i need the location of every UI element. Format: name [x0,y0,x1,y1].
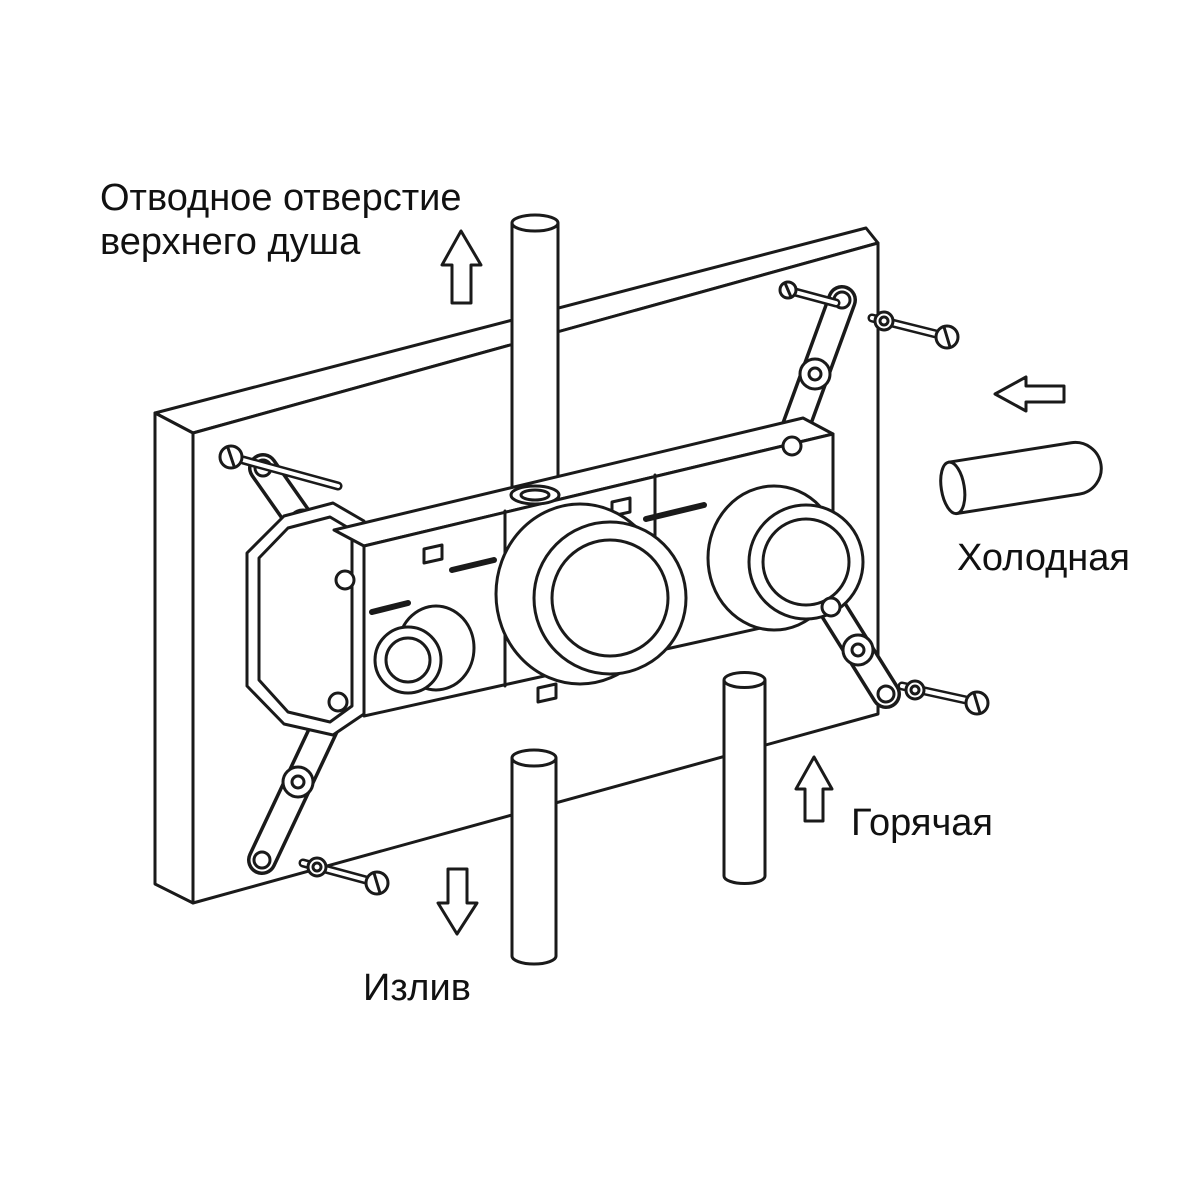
label-hot: Горячая [851,802,993,844]
top-shower-outlet-pipe [510,213,560,499]
label-top-outlet-line2: верхнего душа [100,221,361,263]
pipe-end-cap [510,213,560,233]
top-outlet-port-inner [519,488,551,502]
mixer-valve-body [245,416,865,737]
center-cartridge-inner [550,538,670,658]
spout-pipe [510,748,558,966]
washer-hole [311,861,323,873]
center-cartridge-cap [532,520,688,676]
pipe-end-cap [939,460,967,516]
mounting-bracket-bottom-right [816,591,901,709]
pipe-body [510,758,558,966]
bracket-boss [820,596,842,618]
washer-hole [909,684,921,696]
fixing-screw-top-right-short [778,280,841,308]
valve-detail-slot [369,600,411,615]
screw-slot [942,325,952,349]
label-top-outlet-line1: Отводное отверстие [100,177,462,219]
washer [306,856,328,878]
valve-back-plate-inner [257,515,354,724]
screw-shaft-core [793,290,838,305]
valve-detail-slot [449,557,497,573]
pipe-body [947,440,1103,516]
right-cartridge-inner [761,517,851,607]
hot-water-pipe [722,671,767,885]
valve-clip [536,682,558,704]
left-port-inner [384,636,432,684]
cold-water-pipe [939,440,1103,516]
screw-slot [226,446,236,468]
valve-detail-slot [643,502,707,522]
washer [873,310,895,332]
fixing-screw-bottom-left [298,856,390,896]
label-cold: Холодная [957,537,1130,579]
bracket-boss [781,435,803,457]
pipe-end-cap [510,748,558,768]
top-outlet-port [509,484,561,506]
screw-shaft-core [241,458,340,488]
bracket-boss [327,691,349,713]
bracket-screw-hole [252,850,272,870]
fixing-screw-bottom-right [897,679,990,716]
bracket-pivot [281,765,315,799]
screw-slot [783,281,793,299]
label-spout: Излив [363,967,471,1009]
screw-slot [372,871,382,895]
bracket-pivot [841,633,875,667]
fixing-screw-top-left [218,444,343,491]
bracket-pivot-hole [807,366,823,382]
valve-clip [422,543,444,565]
pipe-body [510,223,560,499]
screw-slot [972,691,982,715]
bracket-pivot-hole [850,642,866,658]
right-cartridge-cap [747,503,865,621]
washer-hole [878,315,890,327]
pipe-body [722,680,767,885]
washer [904,679,926,701]
bracket-pivot [798,357,832,391]
bracket-boss [334,569,356,591]
cold-inlet-arrow [993,375,1066,413]
wall-plate-left-face [153,411,195,905]
top-outlet-arrow [440,229,483,305]
pipe-end-cap [722,671,767,689]
spout-arrow [436,867,479,936]
bracket-pivot-hole [290,774,306,790]
bracket-screw-hole [876,684,896,704]
fixing-screw-top-right [867,310,960,350]
hot-inlet-arrow [794,755,834,823]
